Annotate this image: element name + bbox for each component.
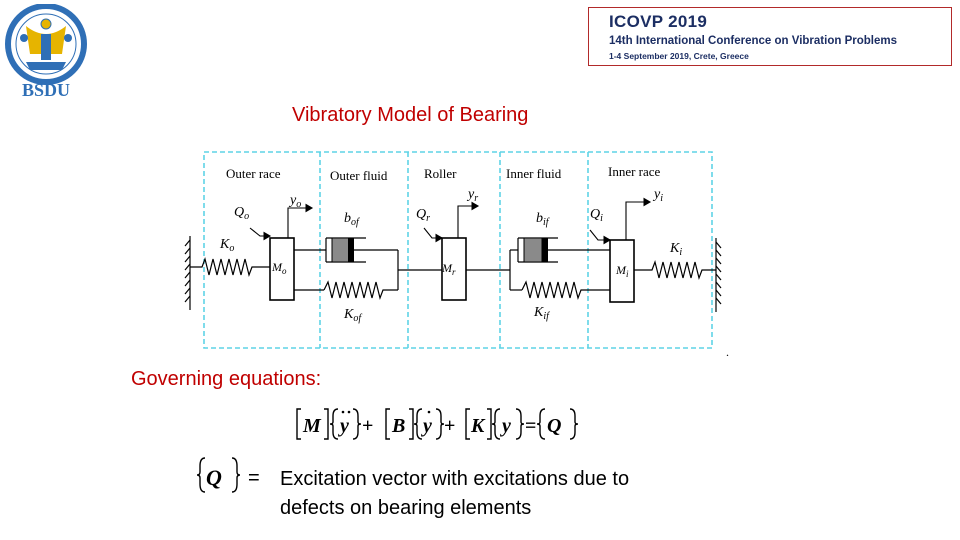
label-kif: Kif: [533, 305, 550, 322]
conference-dates: 1-4 September 2019, Crete, Greece: [609, 51, 749, 61]
eq-b: B: [391, 415, 405, 437]
label-outer-fluid: Outer fluid: [330, 168, 388, 183]
equation-svg: M y + B y + K y = Q: [296, 408, 579, 440]
spring-ko: [190, 256, 270, 278]
trailing-dot: .: [726, 345, 729, 359]
q-description-line2: defects on bearing elements: [280, 497, 532, 519]
equation-symbols: M y + B y + K y = Q: [302, 415, 561, 437]
eq-m: M: [302, 415, 322, 437]
q-description-line1: Excitation vector with excitations due t…: [280, 468, 630, 490]
conference-subtitle: 14th International Conference on Vibrati…: [609, 35, 897, 47]
eq-y-dot: y: [421, 415, 432, 437]
label-bif: bif: [536, 211, 550, 228]
label-inner-race: Inner race: [608, 164, 661, 179]
label-yr: yr: [466, 187, 478, 204]
label-mo: Mo: [271, 260, 287, 276]
q-vector-svg: Q: [196, 457, 241, 493]
eq-equals: =: [525, 415, 536, 437]
logo-emblem-icon: BSDU: [5, 3, 87, 100]
dashpot-plate-of: [348, 238, 354, 262]
displacement-arrows: [287, 197, 652, 240]
q-symbol: Q: [206, 465, 222, 490]
label-mi: Mi: [615, 263, 629, 279]
q-description: Excitation vector with excitations due t…: [280, 465, 760, 523]
label-mr: Mr: [441, 261, 456, 277]
mass-mo: [269, 237, 295, 301]
label-outer-race: Outer race: [226, 166, 281, 181]
dashpot-plate-if: [542, 238, 548, 262]
eq-plus-2: +: [444, 415, 455, 437]
right-ground: [715, 238, 722, 312]
label-kof: Kof: [343, 307, 362, 324]
logo-text: BSDU: [22, 80, 70, 100]
mass-mr: [441, 237, 467, 301]
equation-brackets: [296, 408, 579, 440]
outer-fluid-elements: [294, 237, 444, 301]
conference-banner: ICOVP 2019 14th International Conference…: [588, 7, 952, 66]
equals-sign: =: [248, 467, 260, 489]
bearing-model-diagram: Outer race Outer fluid Roller Inner flui…: [180, 146, 740, 362]
label-roller: Roller: [424, 166, 457, 181]
eq-y: y: [500, 415, 511, 437]
force-arrows: [249, 227, 612, 245]
eq-y-ddot: y: [338, 415, 349, 437]
spring-ki: [634, 259, 716, 281]
label-ki: Ki: [669, 241, 682, 258]
governing-equations-label: Governing equations:: [131, 368, 322, 390]
left-ground: [184, 236, 191, 310]
label-yo: yo: [288, 193, 301, 210]
university-logo: BSDU: [4, 3, 88, 104]
eq-k: K: [470, 415, 486, 437]
dashpot-piston-if: [523, 237, 543, 263]
label-inner-fluid: Inner fluid: [506, 166, 562, 181]
eq-q: Q: [547, 415, 561, 437]
mass-mi: [609, 239, 635, 303]
derivative-dots: [341, 410, 431, 414]
inner-fluid-elements: [466, 237, 610, 301]
q-vector-symbol: Q: [196, 455, 242, 495]
label-qi: Qi: [590, 207, 603, 224]
eq-plus-1: +: [362, 415, 373, 437]
conference-title: ICOVP 2019: [609, 12, 708, 31]
label-qo: Qo: [234, 205, 249, 222]
label-qr: Qr: [416, 207, 430, 224]
slide-title: Vibratory Model of Bearing: [292, 104, 529, 126]
governing-equation: M y + B y + K y = Q: [294, 403, 590, 445]
symbol-labels: Qo yo Ko Mo bof Kof Qr yr Mr bif Kif Qi …: [219, 187, 682, 324]
label-yi: yi: [652, 187, 663, 204]
label-bof: bof: [344, 211, 360, 228]
label-ko: Ko: [219, 237, 234, 254]
bearing-model-svg: Outer race Outer fluid Roller Inner flui…: [184, 151, 729, 359]
